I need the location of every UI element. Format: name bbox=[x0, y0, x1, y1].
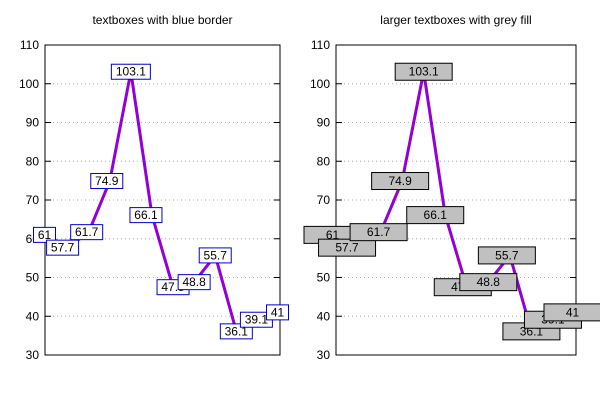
data-label-box bbox=[110, 63, 151, 80]
data-label-text: 61.7 bbox=[75, 225, 99, 239]
data-label-box bbox=[129, 207, 163, 224]
y-tick-label: 80 bbox=[317, 154, 331, 168]
data-label: 48.8 bbox=[459, 273, 518, 292]
data-label-box bbox=[477, 246, 536, 265]
data-label-box bbox=[318, 238, 377, 257]
data-label-box bbox=[349, 223, 408, 242]
y-tick-label: 70 bbox=[317, 193, 331, 207]
y-tick-label: 90 bbox=[26, 116, 40, 130]
y-tick-label: 70 bbox=[26, 193, 40, 207]
grid-lines bbox=[336, 83, 576, 317]
data-label-text: 103.1 bbox=[409, 65, 439, 79]
data-label-text: 48.8 bbox=[477, 275, 501, 289]
data-label-box bbox=[90, 173, 124, 190]
data-label: 61 bbox=[33, 226, 56, 243]
data-label-text: 103.1 bbox=[116, 65, 146, 79]
data-label-text: 61 bbox=[38, 228, 52, 242]
data-label: 74.9 bbox=[90, 173, 124, 190]
data-label-text: 61 bbox=[326, 228, 340, 242]
data-label-box bbox=[266, 304, 289, 321]
data-label: 57.7 bbox=[46, 239, 80, 256]
data-label: 55.7 bbox=[477, 246, 536, 265]
data-label-text: 66.1 bbox=[424, 208, 448, 222]
data-label-text: 74.9 bbox=[388, 174, 412, 188]
data-label: 61.7 bbox=[349, 223, 408, 242]
data-label-text: 41 bbox=[271, 305, 285, 319]
chart-panel-grey-fill: larger textboxes with grey fill 30405060… bbox=[303, 13, 600, 362]
data-label: 66.1 bbox=[406, 206, 465, 225]
data-label-box bbox=[198, 247, 232, 264]
y-tick-label: 40 bbox=[317, 309, 331, 323]
data-label: 103.1 bbox=[394, 62, 453, 81]
y-tick-label: 30 bbox=[26, 348, 40, 362]
data-label-text: 61.7 bbox=[367, 225, 391, 239]
data-label: 55.7 bbox=[198, 247, 232, 264]
data-label-text: 55.7 bbox=[495, 248, 519, 262]
y-tick-label: 100 bbox=[310, 77, 330, 91]
y-tick-label: 80 bbox=[26, 154, 40, 168]
data-label-box bbox=[406, 206, 465, 225]
data-label-box bbox=[70, 224, 104, 241]
data-label: 57.7 bbox=[318, 238, 377, 257]
y-tick-label: 50 bbox=[26, 271, 40, 285]
data-label-box bbox=[46, 239, 80, 256]
data-label-box bbox=[543, 303, 600, 322]
data-label-text: 57.7 bbox=[335, 241, 359, 255]
data-label-box bbox=[177, 274, 211, 291]
data-label: 74.9 bbox=[371, 172, 430, 191]
chart-panel-blue-border: textboxes with blue border 3040506070809… bbox=[19, 13, 289, 362]
data-label-box bbox=[459, 273, 518, 292]
data-label-box bbox=[394, 62, 453, 81]
data-label: 66.1 bbox=[129, 207, 163, 224]
y-tick-label: 100 bbox=[19, 77, 39, 91]
data-label-box bbox=[33, 226, 56, 243]
y-tick-label: 40 bbox=[26, 309, 40, 323]
plot-frame bbox=[44, 44, 281, 356]
data-label: 48.8 bbox=[177, 274, 211, 291]
data-label-text: 55.7 bbox=[204, 248, 228, 262]
data-label-text: 41 bbox=[566, 305, 580, 319]
data-label-text: 57.7 bbox=[51, 241, 75, 255]
y-tick-label: 110 bbox=[20, 38, 39, 52]
data-label: 103.1 bbox=[110, 63, 151, 80]
data-label: 41 bbox=[543, 303, 600, 322]
data-labels: 6157.761.774.9103.166.147.548.855.736.13… bbox=[33, 63, 289, 340]
data-label-text: 74.9 bbox=[95, 174, 119, 188]
data-labels: 6157.761.774.9103.166.147.548.855.736.13… bbox=[303, 62, 600, 341]
chart-title: textboxes with blue border bbox=[92, 13, 232, 27]
y-tick-label: 110 bbox=[311, 38, 330, 52]
data-label-text: 66.1 bbox=[134, 208, 158, 222]
y-tick-label: 50 bbox=[317, 271, 331, 285]
data-label-text: 39.1 bbox=[245, 313, 269, 327]
data-label-text: 48.8 bbox=[182, 275, 206, 289]
data-label: 41 bbox=[266, 304, 289, 321]
chart-title: larger textboxes with grey fill bbox=[380, 13, 531, 27]
data-label-box bbox=[371, 172, 430, 191]
y-tick-label: 90 bbox=[317, 116, 331, 130]
data-label-text: 36.1 bbox=[225, 324, 249, 338]
data-label: 61.7 bbox=[70, 224, 104, 241]
y-tick-label: 30 bbox=[317, 348, 331, 362]
